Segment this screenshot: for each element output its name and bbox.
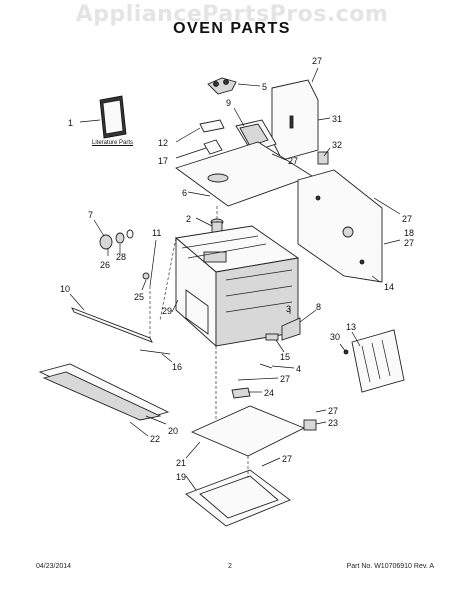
part-clip-25 xyxy=(142,272,150,280)
page-title: OVEN PARTS xyxy=(173,20,291,37)
callout-2: 2 xyxy=(186,214,191,224)
callout-7: 7 xyxy=(88,210,93,220)
footer-date: 04/23/2014 xyxy=(36,563,72,570)
part-trim-20 xyxy=(38,363,170,421)
callout-24: 24 xyxy=(264,388,274,398)
part-clip-23 xyxy=(303,419,317,431)
part-rear-panel-31 xyxy=(271,79,319,161)
part-clip-32 xyxy=(317,151,329,165)
callout-numbers: 1 5 27 9 31 12 17 27 32 6 2 27 18 27 14 … xyxy=(60,56,414,482)
callout-leaders xyxy=(69,67,401,491)
part-bracket-8 xyxy=(281,317,301,341)
part-side-panel-14 xyxy=(297,169,383,283)
callout-5: 5 xyxy=(262,82,267,92)
callout-23: 23 xyxy=(328,418,338,428)
part-tray-19 xyxy=(185,469,291,527)
callout-27e: 27 xyxy=(280,374,290,384)
callout-29: 29 xyxy=(162,306,172,316)
watermark: AppliancePartsPros.com xyxy=(75,2,389,27)
callout-14: 14 xyxy=(384,282,394,292)
callout-20: 20 xyxy=(168,426,178,436)
callout-22: 22 xyxy=(150,434,160,444)
part-rod-16 xyxy=(139,349,171,355)
callout-10: 10 xyxy=(60,284,70,294)
callout-1: 1 xyxy=(68,118,73,128)
callout-27f: 27 xyxy=(328,406,338,416)
callout-27g: 27 xyxy=(282,454,292,464)
callout-9: 9 xyxy=(226,98,231,108)
callout-15: 15 xyxy=(280,352,290,362)
part-rod-11 xyxy=(149,239,157,287)
callout-26: 26 xyxy=(100,260,110,270)
part-oven-cavity xyxy=(174,225,300,348)
callout-12: 12 xyxy=(158,138,168,148)
literature-parts-label: Literature Parts xyxy=(92,140,134,146)
callout-8: 8 xyxy=(316,302,321,312)
part-bracket-12 xyxy=(199,119,225,133)
callout-27c: 27 xyxy=(402,214,412,224)
part-tab-15 xyxy=(265,333,279,341)
callout-17: 17 xyxy=(158,156,168,166)
callout-19: 19 xyxy=(176,472,186,482)
callout-32: 32 xyxy=(332,140,342,150)
callout-25: 25 xyxy=(134,292,144,302)
callout-6: 6 xyxy=(182,188,187,198)
callout-27b: 27 xyxy=(288,156,298,166)
callout-11: 11 xyxy=(152,228,161,238)
part-bracket-24 xyxy=(231,387,251,399)
part-literature-book xyxy=(99,95,127,139)
part-bottom-plate-21 xyxy=(190,405,306,457)
part-screw-4 xyxy=(259,363,273,369)
callout-3: 3 xyxy=(286,304,291,314)
alignment-lines xyxy=(149,206,249,478)
part-bracket-17 xyxy=(203,139,223,155)
callout-31: 31 xyxy=(332,114,342,124)
part-vent-9 xyxy=(235,119,277,153)
part-vent-panel-13 xyxy=(351,329,405,393)
footer-part-number: Part No. W10706910 Rev. A xyxy=(346,563,434,570)
callout-28: 28 xyxy=(116,252,126,262)
part-bracket-5 xyxy=(207,77,237,95)
callout-21: 21 xyxy=(176,458,186,468)
callout-27a: 27 xyxy=(312,56,322,66)
callout-27d: 27 xyxy=(404,238,414,248)
part-knob-7 xyxy=(99,229,134,250)
footer-page-number: 2 xyxy=(228,563,232,570)
callout-4: 4 xyxy=(296,364,301,374)
callout-18: 18 xyxy=(404,228,414,238)
callout-30: 30 xyxy=(330,332,340,342)
callout-16: 16 xyxy=(172,362,182,372)
part-trim-10 xyxy=(71,307,153,343)
callout-13: 13 xyxy=(346,322,356,332)
